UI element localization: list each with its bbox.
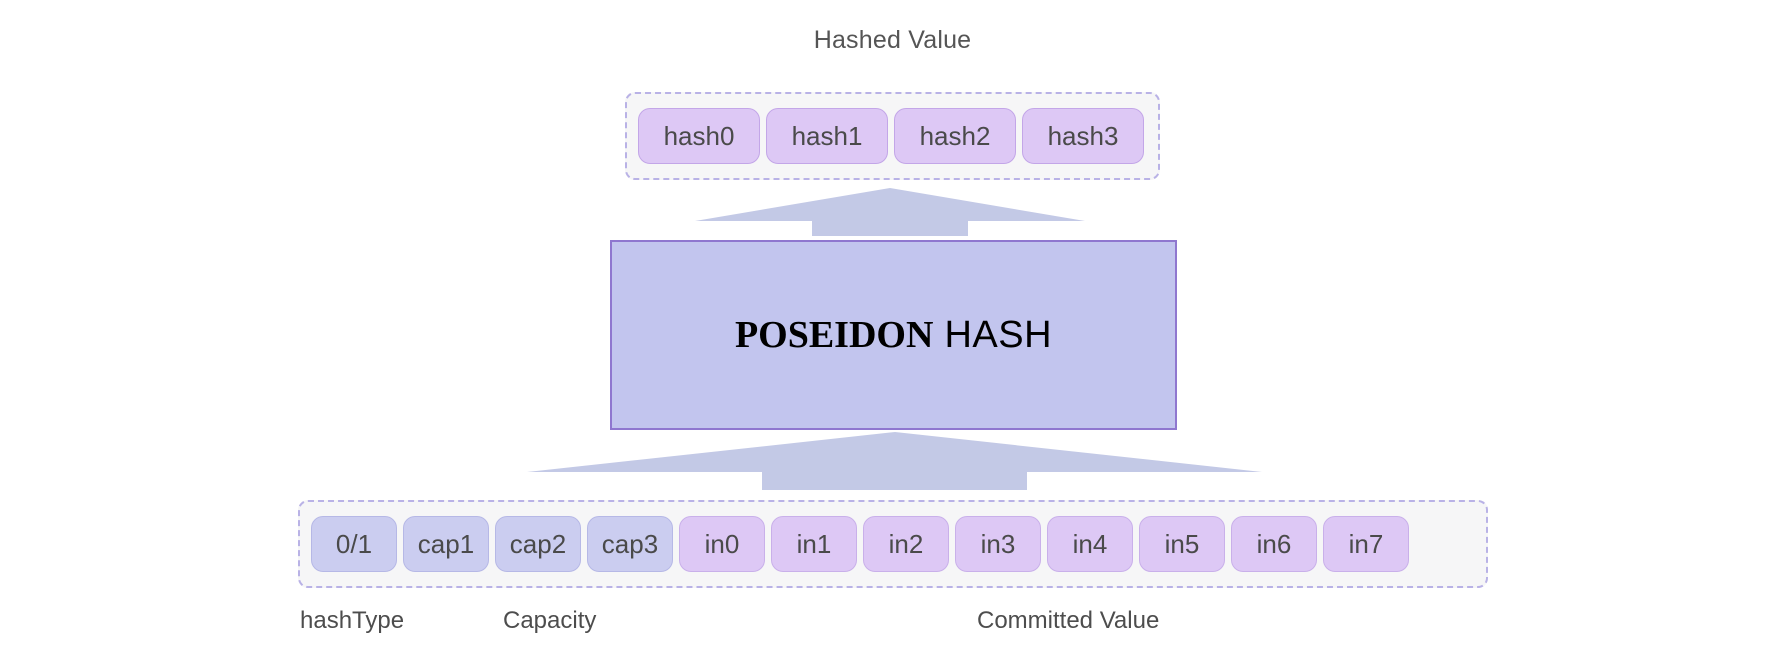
- capacity-cell-3[interactable]: cap3: [587, 516, 673, 572]
- hash-word: HASH: [933, 314, 1053, 356]
- arrow-up-to-hashed-value: [695, 188, 1085, 236]
- input-cell-3[interactable]: in3: [955, 516, 1041, 572]
- committed-value-caption: Committed Value: [977, 607, 1160, 634]
- input-cell-5[interactable]: in5: [1139, 516, 1225, 572]
- input-cell-2[interactable]: in2: [863, 516, 949, 572]
- hashed-value-group: hash0 hash1 hash2 hash3: [625, 92, 1160, 180]
- capacity-cell-1[interactable]: cap1: [403, 516, 489, 572]
- capacity-cell-2[interactable]: cap2: [495, 516, 581, 572]
- poseidon-word: POSEIDON: [734, 314, 934, 356]
- hashtype-caption: hashType: [300, 607, 405, 634]
- hash-cell-0[interactable]: hash0: [638, 108, 760, 164]
- hashed-value-caption: Hashed Value: [813, 26, 972, 54]
- input-cell-7[interactable]: in7: [1323, 516, 1409, 572]
- input-cell-0[interactable]: in0: [679, 516, 765, 572]
- input-state-group: 0/1 cap1 cap2 cap3 in0 in1 in2 in3 in4 i…: [298, 500, 1488, 588]
- poseidon-hash-box[interactable]: POSEIDON HASH: [610, 240, 1177, 430]
- capacity-caption: Capacity: [503, 607, 597, 634]
- hash-cell-3[interactable]: hash3: [1022, 108, 1144, 164]
- input-cell-6[interactable]: in6: [1231, 516, 1317, 572]
- capacity-cell-hashtype[interactable]: 0/1: [311, 516, 397, 572]
- arrow-up-to-poseidon-hash: [527, 432, 1262, 490]
- hash-cell-2[interactable]: hash2: [894, 108, 1016, 164]
- hash-cell-1[interactable]: hash1: [766, 108, 888, 164]
- input-cell-1[interactable]: in1: [771, 516, 857, 572]
- poseidon-hash-label: POSEIDON HASH: [735, 313, 1052, 357]
- input-cell-4[interactable]: in4: [1047, 516, 1133, 572]
